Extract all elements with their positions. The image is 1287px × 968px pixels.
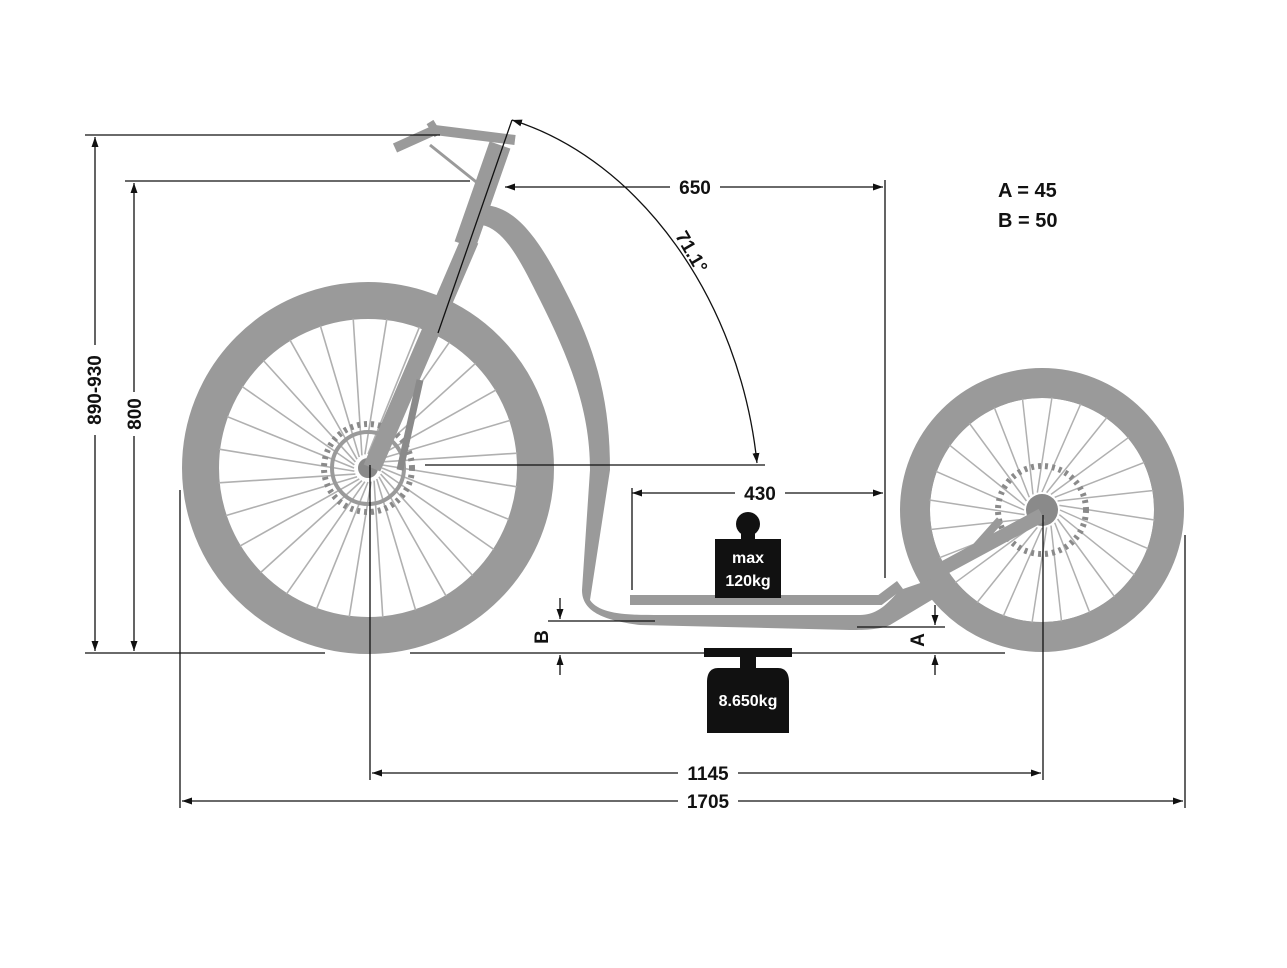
head-tube — [454, 141, 511, 249]
wheel-spoke — [1002, 527, 1043, 617]
wheel-spoke — [1059, 509, 1149, 550]
wheel-spoke — [993, 407, 1030, 498]
frame — [482, 205, 945, 630]
fork — [363, 236, 479, 472]
wheel-spoke — [930, 518, 1027, 531]
weight-icon: max 120kg — [715, 512, 781, 598]
wheel-spoke — [239, 478, 360, 547]
wheel-spoke — [1056, 518, 1116, 598]
wheel-spoke — [1041, 403, 1082, 493]
wheel-spoke — [289, 339, 358, 460]
deck-length-label: 430 — [744, 484, 776, 505]
rear-stay — [936, 508, 1046, 577]
front-wheel — [182, 282, 554, 654]
deck-height-marker-label: B — [532, 630, 553, 644]
handlebar-height-label: 890-930 — [85, 355, 106, 425]
ground-clearance-marker-label: A — [908, 633, 929, 647]
wheel-spoke — [1050, 525, 1063, 622]
wheel-spoke — [1031, 527, 1048, 623]
wheel-spoke — [1059, 504, 1155, 521]
wheel-spoke — [1021, 398, 1034, 495]
scale-icon: 8.650kg — [704, 648, 792, 733]
wheelbase-label: 1145 — [687, 764, 729, 785]
wheel-spoke — [1054, 522, 1091, 613]
total-length-label: 1705 — [687, 792, 730, 813]
rear-wheel — [900, 368, 1184, 652]
wheel-spoke — [935, 470, 1025, 511]
legend-line-a: A = 45 — [998, 180, 1057, 202]
wheel-spoke — [1058, 514, 1135, 576]
wheel-spoke — [1036, 397, 1053, 493]
wheel-spoke — [319, 325, 361, 458]
wheel-spoke — [976, 526, 1038, 603]
stem-height-label: 800 — [125, 398, 146, 430]
head-angle-label: 71.1° — [671, 228, 711, 277]
max-load-line1: max — [732, 550, 764, 567]
wheel-spoke — [929, 499, 1025, 516]
scooter-silhouette — [182, 119, 1184, 654]
wheel-spoke — [1050, 436, 1130, 496]
max-load-line2: 120kg — [725, 573, 770, 590]
wheel-spoke — [378, 476, 447, 597]
wheel-spoke — [949, 444, 1026, 506]
reach-label: 650 — [679, 178, 711, 199]
wheel-spoke — [1054, 461, 1145, 498]
dimension-labels: 890-930 800 650 71.1° 430 B A 1145 1705 — [84, 176, 929, 813]
wheel-spoke — [968, 422, 1028, 502]
scooter-weight-label: 8.650kg — [719, 693, 778, 710]
wheel-spoke — [1057, 489, 1154, 502]
wheel-spoke — [954, 524, 1034, 584]
legend-line-b: B = 50 — [998, 210, 1057, 232]
wheel-spoke — [1046, 417, 1108, 494]
legend: A = 45 B = 50 — [998, 180, 1057, 232]
